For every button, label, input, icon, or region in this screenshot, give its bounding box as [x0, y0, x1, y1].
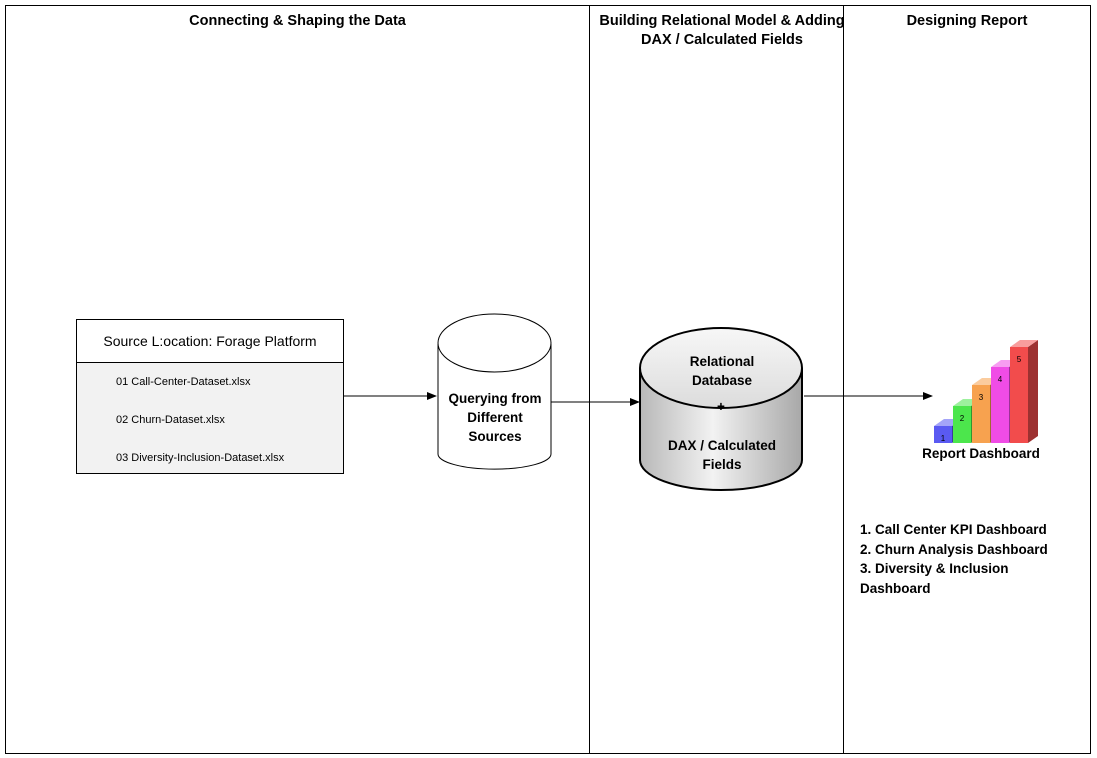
report-dashboard-icon: 1 2 3 4 5: [934, 340, 1038, 443]
deliverable-item: 2. Churn Analysis Dashboard: [860, 541, 1048, 557]
report-dashboard-label: Report Dashboard: [922, 446, 1040, 461]
report-bar: [934, 426, 952, 443]
report-bar: [1010, 347, 1028, 443]
lane-title-report: Designing Report: [906, 13, 1028, 29]
report-bar: [972, 385, 990, 443]
lane-divider-1: [589, 5, 590, 754]
source-file-item: 02 Churn-Dataset.xlsx: [116, 414, 225, 426]
report-bar-top: [1010, 340, 1038, 347]
database-plus: +: [717, 399, 725, 414]
report-bar-number: 1: [941, 434, 946, 443]
report-bar-number: 2: [960, 414, 965, 423]
query-cylinder: [437, 313, 552, 470]
lane-divider-2: [843, 5, 844, 754]
lane-title-shaping: Connecting & Shaping the Data: [189, 13, 406, 29]
query-node-label: Querying from Different Sources: [448, 391, 542, 444]
source-file-list: 01 Call-Center-Dataset.xlsx 02 Churn-Dat…: [77, 363, 343, 477]
deliverable-item: 1. Call Center KPI Dashboard: [860, 522, 1047, 537]
report-bar-side: [1028, 340, 1038, 443]
source-file-item: 03 Diversity-Inclusion-Dataset.xlsx: [116, 452, 285, 464]
report-bar: [991, 367, 1009, 443]
lane-title-modeling: Building Relational Model & Adding DAX /…: [599, 13, 845, 48]
deliverables-list: 1. Call Center KPI Dashboard 2. Churn An…: [860, 520, 1070, 598]
report-bar: [953, 406, 971, 443]
report-bar-number: 5: [1017, 355, 1022, 364]
report-bar-number: 4: [998, 375, 1003, 384]
deliverable-item: 3. Diversity & Inclusion Dashboard: [860, 561, 1009, 596]
database-cylinder: [639, 327, 803, 491]
diagram-frame: [5, 5, 1091, 754]
report-bar-number: 3: [979, 393, 984, 402]
source-header: Source L:ocation: Forage Platform: [77, 320, 343, 363]
database-label-bottom: DAX / Calculated Fields: [667, 438, 777, 472]
source-file-item: 01 Call-Center-Dataset.xlsx: [116, 376, 251, 388]
database-label-top: Relational Database: [689, 354, 755, 388]
source-box: Source L:ocation: Forage Platform 01 Cal…: [76, 319, 344, 474]
